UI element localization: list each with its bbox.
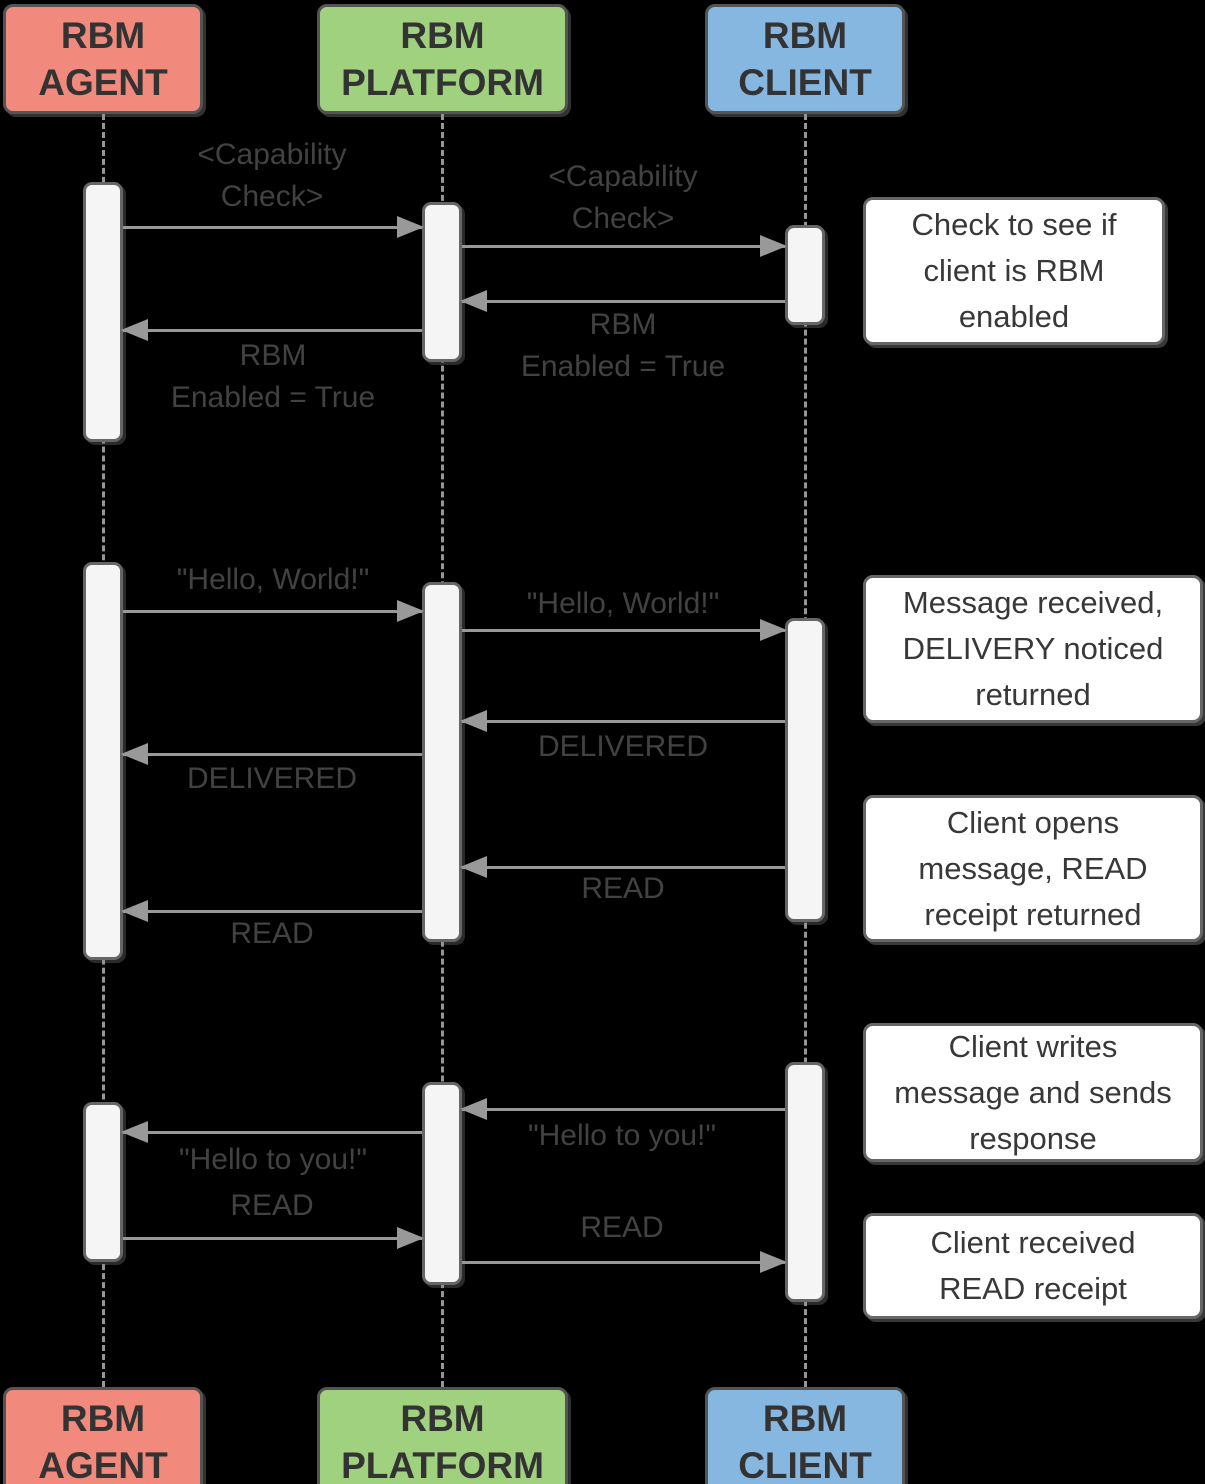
arrowhead-left-icon <box>460 710 487 732</box>
arrow-line <box>123 1131 422 1134</box>
arrowhead-left-icon <box>121 743 148 765</box>
message-label-hello-world-1: "Hello, World!" <box>176 563 370 596</box>
arrow-line <box>462 1108 785 1111</box>
arrowhead-left-icon <box>460 856 487 878</box>
arrowhead-left-icon <box>121 319 148 341</box>
message-label-hello-to-you-1: "Hello to you!" <box>527 1119 717 1152</box>
arrow-line <box>123 226 422 229</box>
arrowhead-left-icon <box>460 1098 487 1120</box>
actor-rbm-agent-top: RBM AGENT <box>3 4 203 114</box>
actor-rbm-agent-bottom: RBM AGENT <box>3 1387 203 1484</box>
activation-bar-client-1 <box>785 225 825 325</box>
arrowhead-right-icon <box>397 600 424 622</box>
arrowhead-right-icon <box>397 1227 424 1249</box>
arrowhead-right-icon <box>760 1251 787 1273</box>
note-client-opens-message: Client opens message, READ receipt retur… <box>863 795 1203 942</box>
arrow-line <box>462 1261 785 1264</box>
arrowhead-right-icon <box>397 216 424 238</box>
message-label-rbm-enabled-2: RBM Enabled = True <box>170 339 376 414</box>
arrowhead-left-icon <box>121 1121 148 1143</box>
note-client-writes-message: Client writes message and sends response <box>863 1023 1203 1162</box>
note-client-received-read: Client received READ receipt <box>863 1213 1203 1319</box>
activation-bar-platform-3 <box>422 1082 462 1285</box>
arrowhead-left-icon <box>460 290 487 312</box>
message-label-read-4: READ <box>580 1211 664 1244</box>
message-label-delivered-1: DELIVERED <box>537 730 709 763</box>
arrow-line <box>123 910 422 913</box>
message-label-capability-check-1: <Capability Check> <box>197 138 347 213</box>
arrowhead-right-icon <box>760 235 787 257</box>
actor-rbm-platform-bottom: RBM PLATFORM <box>317 1387 568 1484</box>
arrow-line <box>123 610 422 613</box>
arrow-line <box>462 629 785 632</box>
activation-bar-client-2 <box>785 618 825 922</box>
arrow-line <box>123 753 422 756</box>
arrowhead-left-icon <box>121 900 148 922</box>
message-label-rbm-enabled-1: RBM Enabled = True <box>520 308 726 383</box>
arrow-line <box>123 1237 422 1240</box>
activation-bar-client-3 <box>785 1062 825 1302</box>
message-label-hello-world-2: "Hello, World!" <box>526 587 720 620</box>
arrowhead-right-icon <box>760 619 787 641</box>
activation-bar-platform-1 <box>422 202 462 362</box>
message-label-capability-check-2: <Capability Check> <box>548 160 698 235</box>
actor-rbm-client-top: RBM CLIENT <box>705 4 905 114</box>
arrow-line <box>462 245 785 248</box>
message-label-hello-to-you-2: "Hello to you!" <box>178 1143 368 1176</box>
activation-bar-platform-2 <box>422 582 462 942</box>
actor-rbm-platform-top: RBM PLATFORM <box>317 4 568 114</box>
arrow-line <box>462 300 785 303</box>
activation-bar-agent-2 <box>83 562 123 960</box>
arrow-line <box>123 329 422 332</box>
activation-bar-agent-1 <box>83 182 123 442</box>
note-capability-check: Check to see if client is RBM enabled <box>863 197 1165 345</box>
arrow-line <box>462 866 785 869</box>
message-label-read-3: READ <box>230 1189 314 1222</box>
message-label-delivered-2: DELIVERED <box>186 762 358 795</box>
message-label-read-1: READ <box>581 872 665 905</box>
message-label-read-2: READ <box>230 917 314 950</box>
actor-rbm-client-bottom: RBM CLIENT <box>705 1387 905 1484</box>
activation-bar-agent-3 <box>83 1102 123 1262</box>
arrow-line <box>462 720 785 723</box>
note-message-received: Message received, DELIVERY noticed retur… <box>863 575 1203 723</box>
